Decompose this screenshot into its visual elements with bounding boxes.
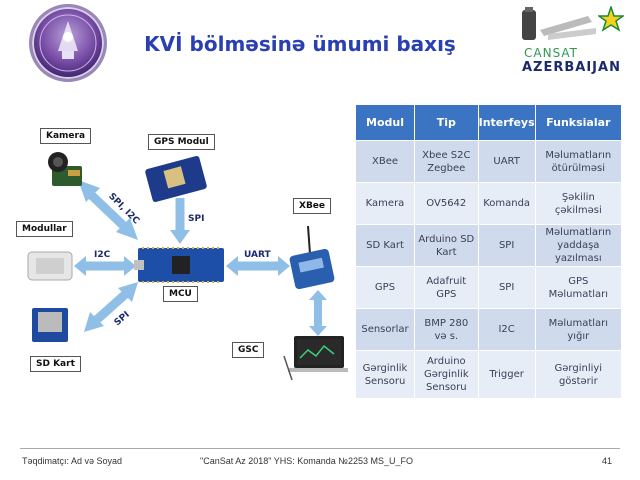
- table-header-row: Modul Tip Interfeys Funksialar: [355, 104, 623, 141]
- table-cell: Gərginliyi göstərir: [534, 350, 623, 399]
- logo-text-cansat: CANSAT: [524, 46, 579, 60]
- table-cell: Arduino Gərginlik Sensoru: [414, 350, 479, 399]
- table-cell: Komanda: [477, 182, 536, 225]
- header-interfeys: Interfeys: [477, 104, 536, 141]
- block-camera: Kamera: [40, 128, 92, 144]
- table-cell: BMP 280 və s.: [414, 308, 479, 351]
- star-icon: [598, 6, 624, 32]
- arrow-camera-mcu: [78, 180, 138, 240]
- table-cell: Xbee S2C Zegbee: [414, 140, 479, 183]
- table-cell: OV5642: [414, 182, 479, 225]
- header-tip: Tip: [414, 104, 479, 141]
- block-xbee: XBee: [293, 198, 332, 214]
- arrow-xbee-gsc: [309, 290, 327, 336]
- laptop-icon: [283, 336, 348, 381]
- header-modul: Modul: [355, 104, 415, 141]
- table-cell: Sensorlar: [355, 308, 415, 351]
- xbee-module-icon: [289, 225, 335, 290]
- table-cell: Arduino SD Kart: [414, 224, 479, 267]
- table-cell: GPS: [355, 266, 415, 309]
- table-cell: SPI: [477, 224, 536, 267]
- team-emblem-icon: [29, 4, 107, 82]
- table-row: SD Kart Arduino SD Kart SPI Məlumatların…: [355, 224, 623, 267]
- table-cell: UART: [477, 140, 536, 183]
- table-row: Gərginlik Sensoru Arduino Gərginlik Sens…: [355, 350, 623, 399]
- arduino-nano-icon: [134, 247, 224, 283]
- block-sdcard: SD Kart: [30, 356, 81, 372]
- logo-text-azerbaijan: AZERBAIJAN: [522, 60, 621, 75]
- table-row: Sensorlar BMP 280 və s. I2C Məlumatları …: [355, 308, 623, 351]
- footer-presenter: Təqdimatçı: Ad və Soyad: [22, 456, 123, 466]
- module-table: Modul Tip Interfeys Funksialar XBee Xbee…: [355, 104, 623, 399]
- system-diagram: Kamera GPS Modul Modullar MCU XBee SD Ka…: [8, 118, 348, 388]
- cansat-azerbaijan-logo: CANSAT AZERBAIJAN: [518, 6, 633, 76]
- arrow-mcu-xbee: [226, 256, 290, 276]
- gps-module-icon: [145, 156, 207, 202]
- conn-label-uart: UART: [244, 250, 271, 260]
- table-row: Kamera OV5642 Komanda Şəkilin çəkilməsi: [355, 182, 623, 225]
- page-number: 41: [602, 456, 613, 466]
- table-row: GPS Adafruit GPS SPI GPS Məlumatları: [355, 266, 623, 309]
- footer-divider: [20, 448, 620, 449]
- table-cell: Trigger: [477, 350, 536, 399]
- block-gps: GPS Modul: [148, 134, 215, 150]
- footer-event: "CanSat Az 2018" YHS: Komanda №2253 MS_U…: [200, 456, 413, 466]
- conn-label-spi-gps: SPI: [188, 214, 205, 224]
- block-gsc: GSC: [232, 342, 265, 358]
- table-cell: XBee: [355, 140, 415, 183]
- sensor-module-icon: [27, 251, 73, 281]
- camera-module-icon: [48, 152, 82, 186]
- sd-card-icon: [32, 308, 68, 342]
- table-cell: Gərginlik Sensoru: [355, 350, 415, 399]
- table-cell: GPS Məlumatları: [534, 266, 623, 309]
- table-row: XBee Xbee S2C Zegbee UART Məlumatların ö…: [355, 140, 623, 183]
- arrow-modules-mcu: [74, 256, 136, 276]
- arrow-gps-mcu: [170, 198, 190, 244]
- block-modules: Modullar: [16, 221, 73, 237]
- table-cell: Adafruit GPS: [414, 266, 479, 309]
- table-cell: Məlumatları yığır: [534, 308, 623, 351]
- table-cell: Məlumatların yaddaşa yazılması: [534, 224, 623, 267]
- table-cell: Məlumatların ötürülməsi: [534, 140, 623, 183]
- table-cell: Şəkilin çəkilməsi: [534, 182, 623, 225]
- page-title: KVİ bölməsinə ümumi baxış: [144, 32, 456, 56]
- table-cell: SPI: [477, 266, 536, 309]
- table-cell: Kamera: [355, 182, 415, 225]
- table-cell: I2C: [477, 308, 536, 351]
- satellite-icon: [522, 7, 596, 40]
- table-cell: SD Kart: [355, 224, 415, 267]
- header-funksialar: Funksialar: [534, 104, 623, 141]
- block-mcu: MCU: [163, 286, 198, 302]
- arrow-mcu-sd: [84, 282, 138, 332]
- conn-label-i2c: I2C: [94, 250, 111, 260]
